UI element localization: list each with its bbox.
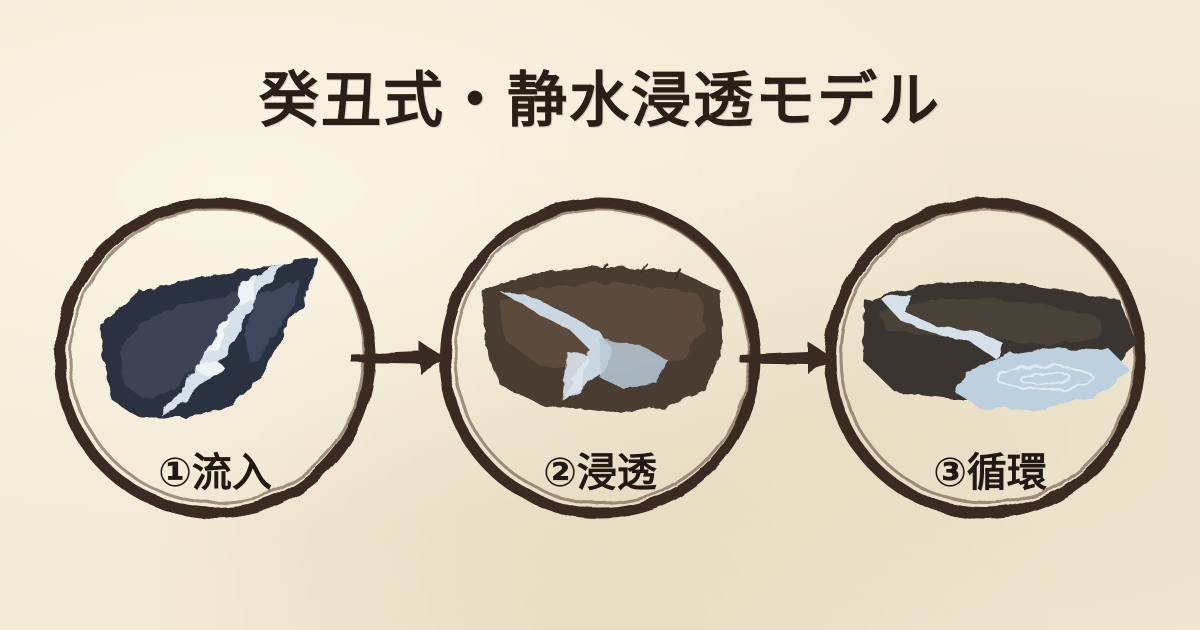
arrow-right-icon (352, 342, 446, 374)
step-label-seepage: ②浸透 (543, 450, 657, 496)
diagram-title: 癸丑式・静水浸透モデル (259, 66, 941, 136)
waterfall-icon (100, 258, 318, 418)
pond-circulation-icon (862, 280, 1135, 410)
arrow-right-icon (740, 342, 834, 374)
step-3-circle (824, 197, 1146, 519)
soil-seepage-icon (482, 261, 722, 412)
step-label-inflow: ①流入 (158, 450, 272, 496)
step-label-circulation: ③循環 (933, 450, 1047, 496)
